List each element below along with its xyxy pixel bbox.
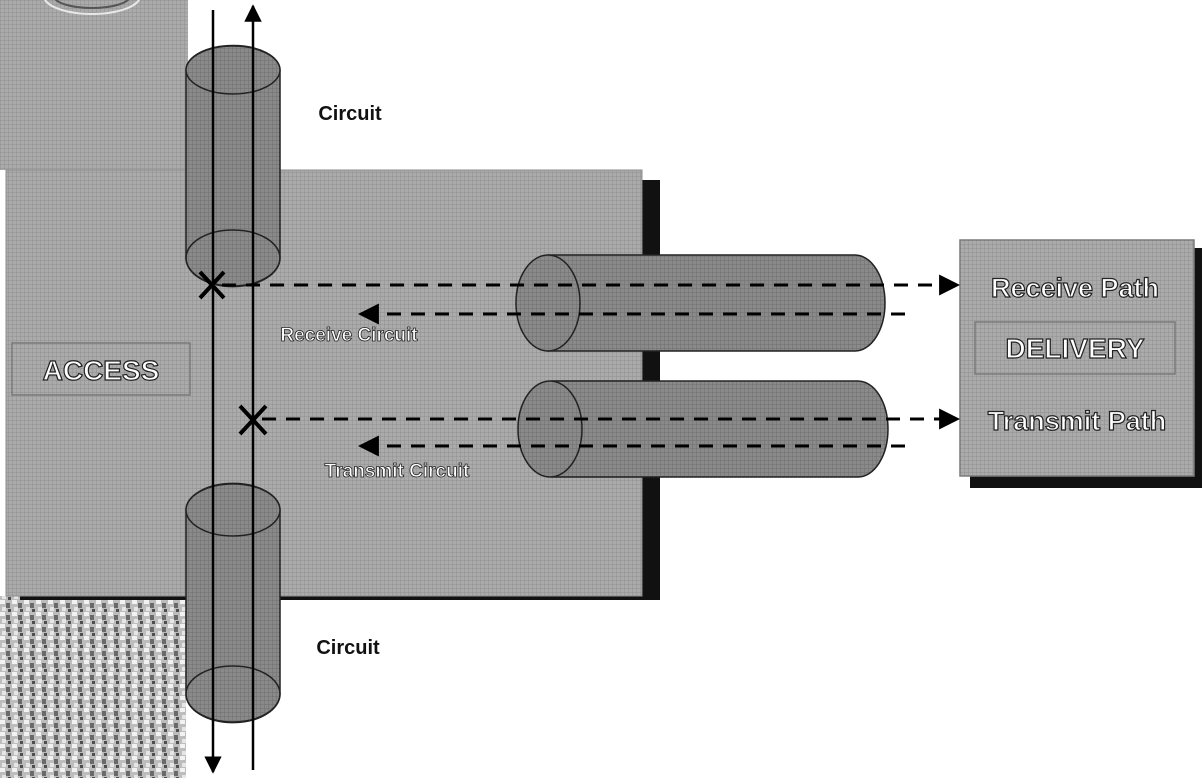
circuit-pipe-bottom [186, 483, 280, 722]
seal-emblem-icon [0, 0, 188, 170]
receive-pipe [516, 255, 885, 351]
transmit-pipe [518, 381, 888, 477]
receive-path-label: Receive Path [991, 273, 1159, 303]
transmit-circuit-label: Transmit Circuit [325, 461, 470, 482]
delivery-label: DELIVERY [1006, 333, 1145, 364]
access-label: ACCESS [43, 355, 160, 386]
noise-texture-icon [0, 596, 186, 778]
circuit-top-label: Circuit [318, 103, 382, 125]
circuit-pipe-top [186, 45, 280, 286]
transmit-path-label: Transmit Path [988, 406, 1167, 436]
circuit-bottom-label: Circuit [316, 637, 380, 659]
receive-circuit-label: Receive Circuit [280, 325, 418, 346]
